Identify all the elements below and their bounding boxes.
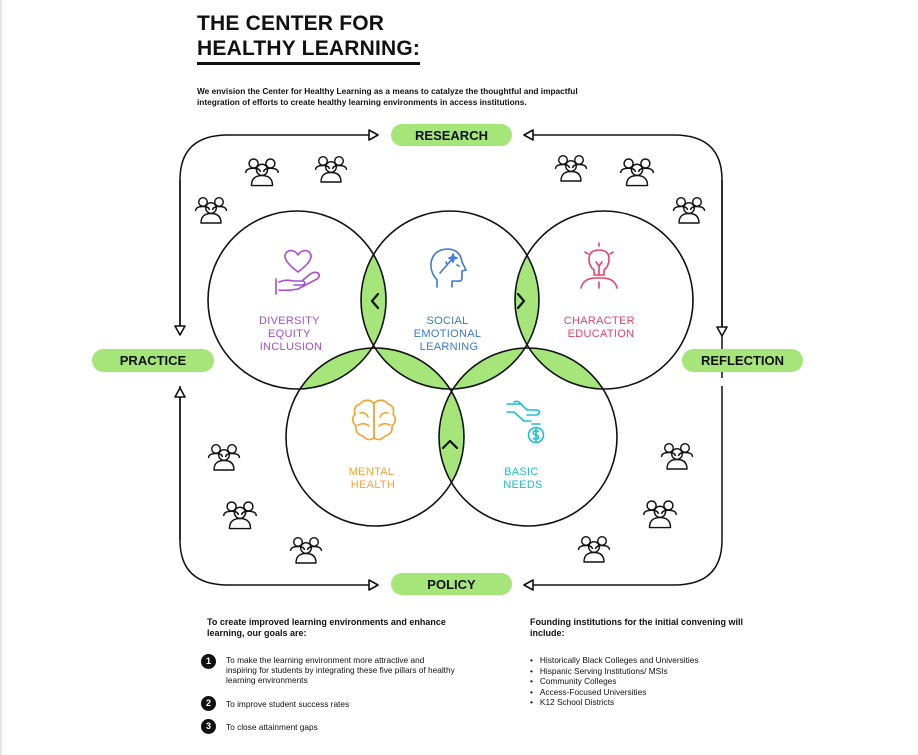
caption-character: CHARACTER EDUCATION <box>564 315 639 340</box>
list-item: Historically Black Colleges and Universi… <box>530 655 699 666</box>
list-item: Access-Focused Universities <box>530 687 699 698</box>
caption-character-line: EDUCATION <box>568 328 635 340</box>
caption-character-line: CHARACTER <box>564 315 635 327</box>
arrow-reflection-to-policy <box>523 386 723 591</box>
page-title: THE CENTER FOR HEALTHY LEARNING: <box>197 11 421 65</box>
people-group-icon <box>577 536 611 563</box>
pill-policy: POLICY <box>391 573 512 595</box>
page-title-line-2: HEALTHY LEARNING: <box>197 36 421 65</box>
pill-policy-label: POLICY <box>427 577 476 592</box>
caption-diversity-line: DIVERSITY <box>259 315 320 327</box>
pill-practice: PRACTICE <box>92 349 214 372</box>
goal-number-badge: 3 <box>201 719 216 734</box>
goal-text: To make the learning environment more at… <box>226 655 455 685</box>
chevron-left-icon <box>370 292 380 310</box>
caption-social-line: LEARNING <box>420 341 479 353</box>
page-title-line-1: THE CENTER FOR <box>197 12 385 35</box>
goal-number-badge: 1 <box>201 654 216 669</box>
people-group-icon <box>660 443 694 470</box>
caption-diversity-line: EQUITY <box>268 328 311 340</box>
caption-mental-line: HEALTH <box>351 479 395 491</box>
people-group-icon <box>642 500 678 529</box>
people-group-icon <box>222 501 258 530</box>
list-item: Hispanic Serving Institutions/ MSIs <box>530 666 699 677</box>
people-group-icon <box>554 154 588 182</box>
cycle-arrows <box>174 129 728 591</box>
caption-diversity-line: INCLUSION <box>260 341 323 353</box>
people-group-icon <box>289 537 323 564</box>
pill-reflection: REFLECTION <box>682 349 803 372</box>
intro-text: We envision the Center for Healthy Learn… <box>197 86 578 107</box>
list-item: Community Colleges <box>530 676 699 687</box>
circle-mental-health <box>285 347 465 527</box>
people-group-icon <box>314 155 348 183</box>
heart-hand-icon <box>275 249 321 295</box>
goal-item: 1 To make the learning environment more … <box>201 654 456 685</box>
list-item: K12 School Districts <box>530 697 699 708</box>
circle-basic-needs <box>438 347 618 527</box>
goal-text: To improve student success rates <box>226 699 350 709</box>
people-group-icon <box>672 196 706 224</box>
people-group-icon <box>244 158 280 187</box>
caption-basic-line: NEEDS <box>503 479 542 491</box>
goals-heading: To create improved learning environments… <box>207 617 446 638</box>
caption-social-line: EMOTIONAL <box>414 328 481 340</box>
caption-social-emotional: SOCIAL EMOTIONAL LEARNING <box>414 315 484 353</box>
arrow-practice-to-research <box>179 129 379 335</box>
caption-basic-needs: BASIC NEEDS <box>503 466 542 491</box>
people-group-icon <box>194 196 228 224</box>
pill-practice-label: PRACTICE <box>120 353 187 368</box>
caption-mental-health: MENTAL HEALTH <box>349 466 398 491</box>
hand-coin-icon <box>506 400 545 444</box>
arrow-practice-to-policy <box>179 386 379 591</box>
chevron-right-icon <box>516 292 526 310</box>
head-wand-icon <box>430 248 467 288</box>
caption-social-line: SOCIAL <box>426 315 468 327</box>
goal-text: To close attainment gaps <box>226 722 318 732</box>
goal-item: 2 To improve student success rates <box>201 696 456 711</box>
caption-basic-line: BASIC <box>504 466 539 478</box>
chevron-up-icon <box>441 439 459 450</box>
pill-research-label: RESEARCH <box>415 128 488 143</box>
arrow-reflection-to-research <box>523 129 723 378</box>
brain-icon <box>351 399 397 441</box>
pill-reflection-label: REFLECTION <box>701 353 784 368</box>
circle-character <box>514 210 694 390</box>
goal-item: 3 To close attainment gaps <box>201 719 456 734</box>
page-edge-line <box>0 0 2 755</box>
goal-number-badge: 2 <box>201 696 216 711</box>
lightbulb-head-icon <box>580 242 618 289</box>
caption-diversity: DIVERSITY EQUITY INCLUSION <box>259 315 323 353</box>
people-group-icon <box>619 158 655 187</box>
pill-research: RESEARCH <box>391 124 512 146</box>
caption-mental-line: MENTAL <box>349 466 394 478</box>
circle-diversity <box>207 210 387 390</box>
institutions-heading: Founding institutions for the initial co… <box>530 617 743 638</box>
people-group-icon <box>207 444 241 471</box>
institutions-list: Historically Black Colleges and Universi… <box>530 655 699 708</box>
